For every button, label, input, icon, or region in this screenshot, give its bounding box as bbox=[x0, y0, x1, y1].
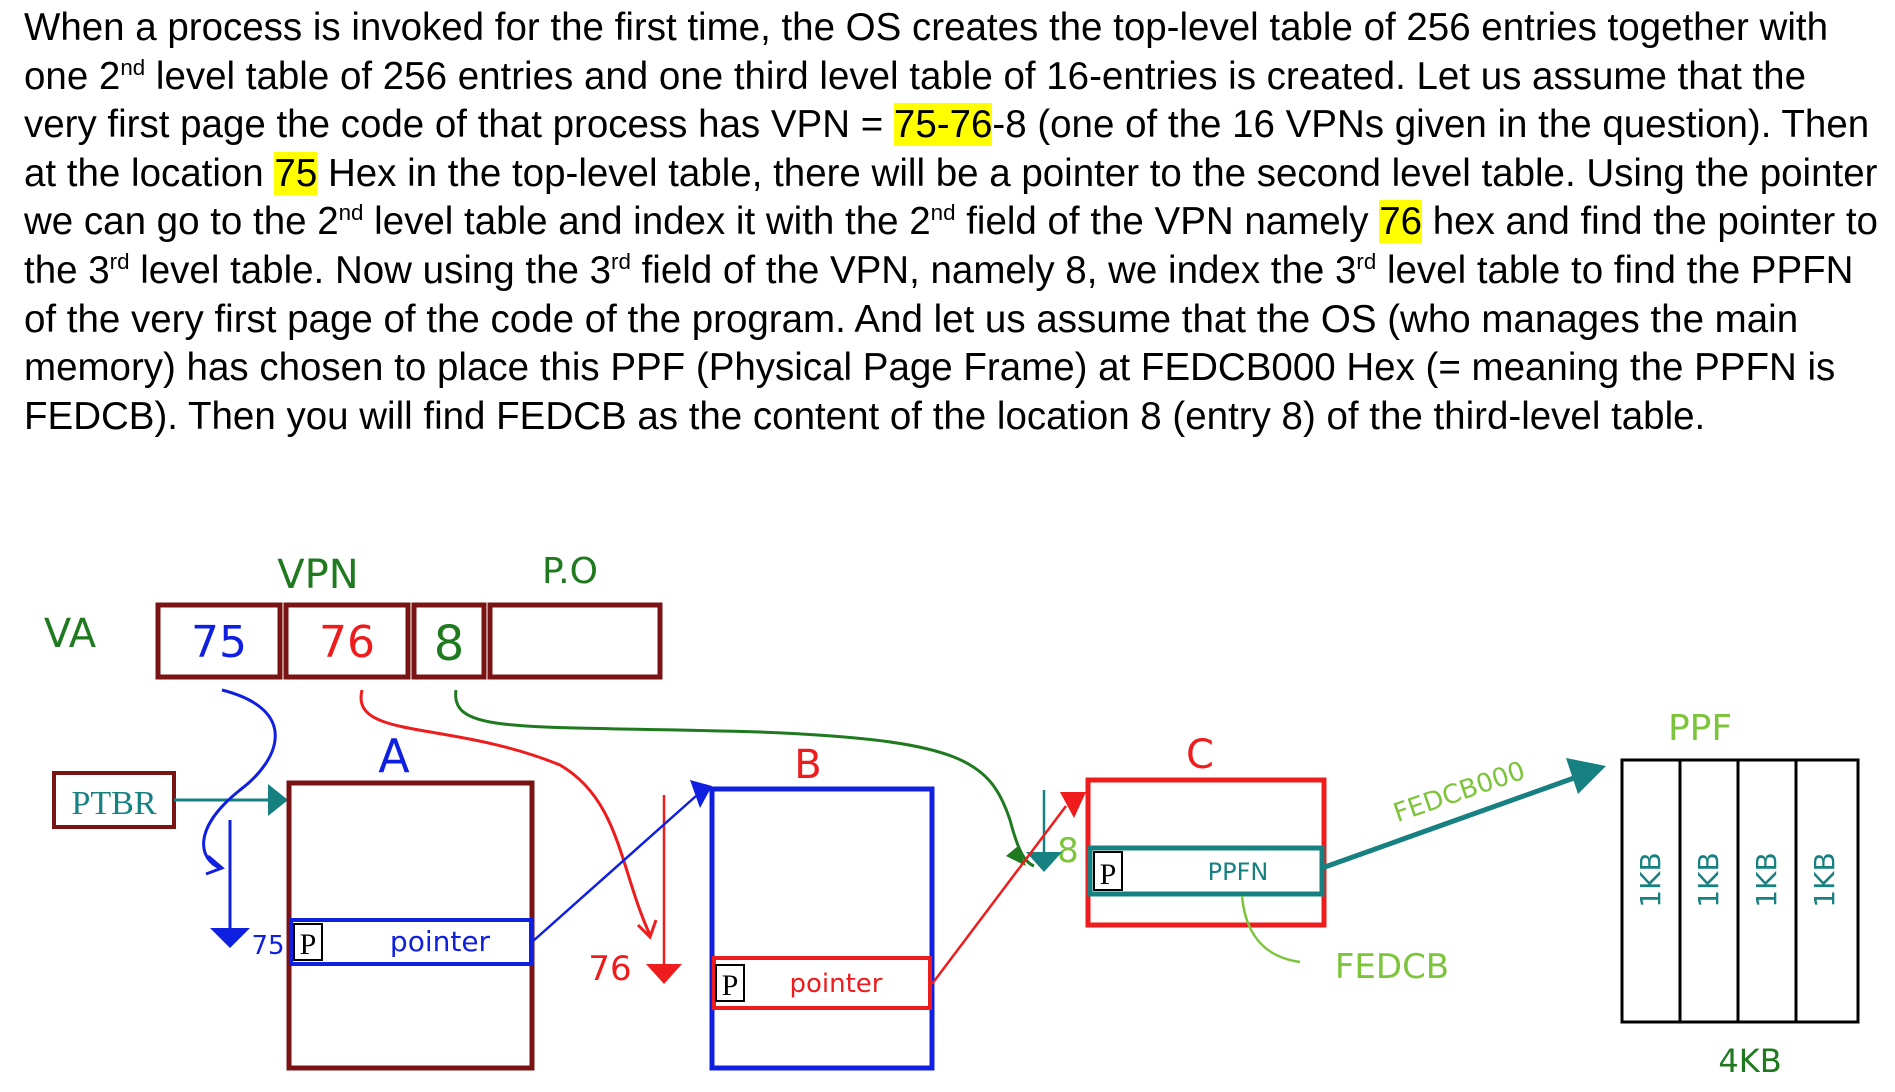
pointer-a-to-b bbox=[531, 795, 697, 943]
text-run: level table to find the PPFN of the very… bbox=[24, 248, 1854, 438]
ordinal-suffix: nd bbox=[930, 200, 956, 226]
va76-to-table-b-curve bbox=[359, 689, 652, 936]
ordinal-suffix: rd bbox=[1356, 249, 1377, 275]
text-run: level table and index it with the 2 bbox=[363, 200, 931, 244]
frame-slot-size: 1KB bbox=[1808, 852, 1841, 907]
highlighted-index-76: 76 bbox=[1379, 200, 1423, 244]
table-b-label: B bbox=[794, 742, 821, 788]
index-76-arrowhead bbox=[646, 964, 682, 984]
ppfn-callout-curve bbox=[1240, 895, 1301, 964]
table-c-ppfn-text: PPFN bbox=[1208, 858, 1269, 886]
index-8-arrowhead bbox=[1026, 852, 1062, 872]
curve-arrowhead bbox=[1006, 846, 1026, 866]
explanation-paragraph: When a process is invoked for the first … bbox=[24, 4, 1884, 441]
table-b bbox=[709, 786, 935, 1071]
text-run: field of the VPN namely bbox=[955, 200, 1380, 244]
va75-to-table-a-curve bbox=[202, 688, 277, 870]
table-b-pointer-text: pointer bbox=[790, 969, 883, 999]
table-a-pointer-text: pointer bbox=[390, 925, 491, 958]
table-a-label: A bbox=[378, 729, 410, 783]
va-field-75: 75 bbox=[191, 617, 247, 668]
text-run: level table of 256 entries and one third… bbox=[24, 54, 1806, 147]
present-bit: P bbox=[722, 969, 739, 1002]
table-b-entry bbox=[712, 956, 932, 1010]
table-c-entry bbox=[1087, 845, 1325, 897]
present-bit-box bbox=[715, 964, 745, 1002]
ppfn-value: FEDCB bbox=[1335, 947, 1449, 987]
text-run: hex and find the pointer to the 3 bbox=[24, 200, 1878, 292]
frame-slot-size: 1KB bbox=[1750, 852, 1783, 907]
va-field-box bbox=[283, 602, 411, 680]
table-c-index: 8 bbox=[1057, 831, 1079, 871]
ordinal-suffix: nd bbox=[120, 54, 146, 80]
curve-arrowhead bbox=[205, 854, 225, 876]
table-a-entry bbox=[289, 918, 533, 966]
pointer-b-to-c-arrowhead bbox=[1060, 792, 1086, 818]
text-run: Hex in the top-level table, there will b… bbox=[24, 151, 1878, 244]
frame-slot-size: 1KB bbox=[1692, 852, 1725, 907]
text-run: When a process is invoked for the first … bbox=[24, 6, 1828, 98]
curve-arrowhead bbox=[636, 919, 658, 940]
ordinal-suffix: rd bbox=[611, 249, 631, 275]
frame-total-size: 4KB bbox=[1718, 1042, 1781, 1080]
frame-slot-size: 1KB bbox=[1634, 852, 1667, 907]
highlighted-vpn: 75-76 bbox=[893, 103, 993, 147]
highlighted-index-75: 75 bbox=[274, 151, 318, 195]
present-bit-box bbox=[1093, 851, 1123, 891]
va-field-box bbox=[155, 602, 283, 680]
va8-to-table-c-curve bbox=[454, 689, 1035, 868]
ppfn-to-frame-arrowhead bbox=[1566, 758, 1606, 794]
index-75-arrowhead bbox=[210, 928, 250, 948]
pointer-b-to-c bbox=[931, 805, 1067, 985]
va-label: VA bbox=[44, 611, 97, 657]
virtual-address: 75 76 8 bbox=[155, 602, 663, 680]
vpn-label: VPN bbox=[277, 552, 358, 598]
present-bit: P bbox=[1100, 858, 1117, 891]
va-field-box bbox=[411, 602, 487, 680]
va-field-76: 76 bbox=[319, 617, 375, 668]
table-c-label: C bbox=[1186, 732, 1214, 778]
present-bit-box bbox=[293, 923, 323, 961]
text-run: level table. Now using the 3 bbox=[129, 248, 612, 292]
page-offset-label: P.O bbox=[542, 551, 598, 592]
va-offset-box bbox=[487, 602, 663, 680]
ptbr-label: PTBR bbox=[71, 785, 156, 822]
present-bit: P bbox=[300, 928, 317, 961]
table-a-index: 75 bbox=[251, 931, 284, 961]
table-b-index: 76 bbox=[588, 949, 631, 989]
va-field-8: 8 bbox=[434, 616, 465, 672]
ppfn-to-frame-arrow bbox=[1321, 775, 1575, 871]
table-c bbox=[1085, 777, 1327, 928]
ordinal-suffix: nd bbox=[338, 200, 364, 226]
ppf-label: PPF bbox=[1668, 708, 1732, 749]
text-run: -8 (one of the 16 VPNs given in the ques… bbox=[24, 103, 1870, 195]
physical-page-frame bbox=[1620, 758, 1860, 1024]
ptbr-arrowhead bbox=[268, 784, 288, 816]
ordinal-suffix: rd bbox=[109, 249, 130, 275]
pointer-a-to-b-arrowhead bbox=[690, 780, 712, 808]
text-run: field of the VPN, namely 8, we index the… bbox=[630, 248, 1357, 292]
